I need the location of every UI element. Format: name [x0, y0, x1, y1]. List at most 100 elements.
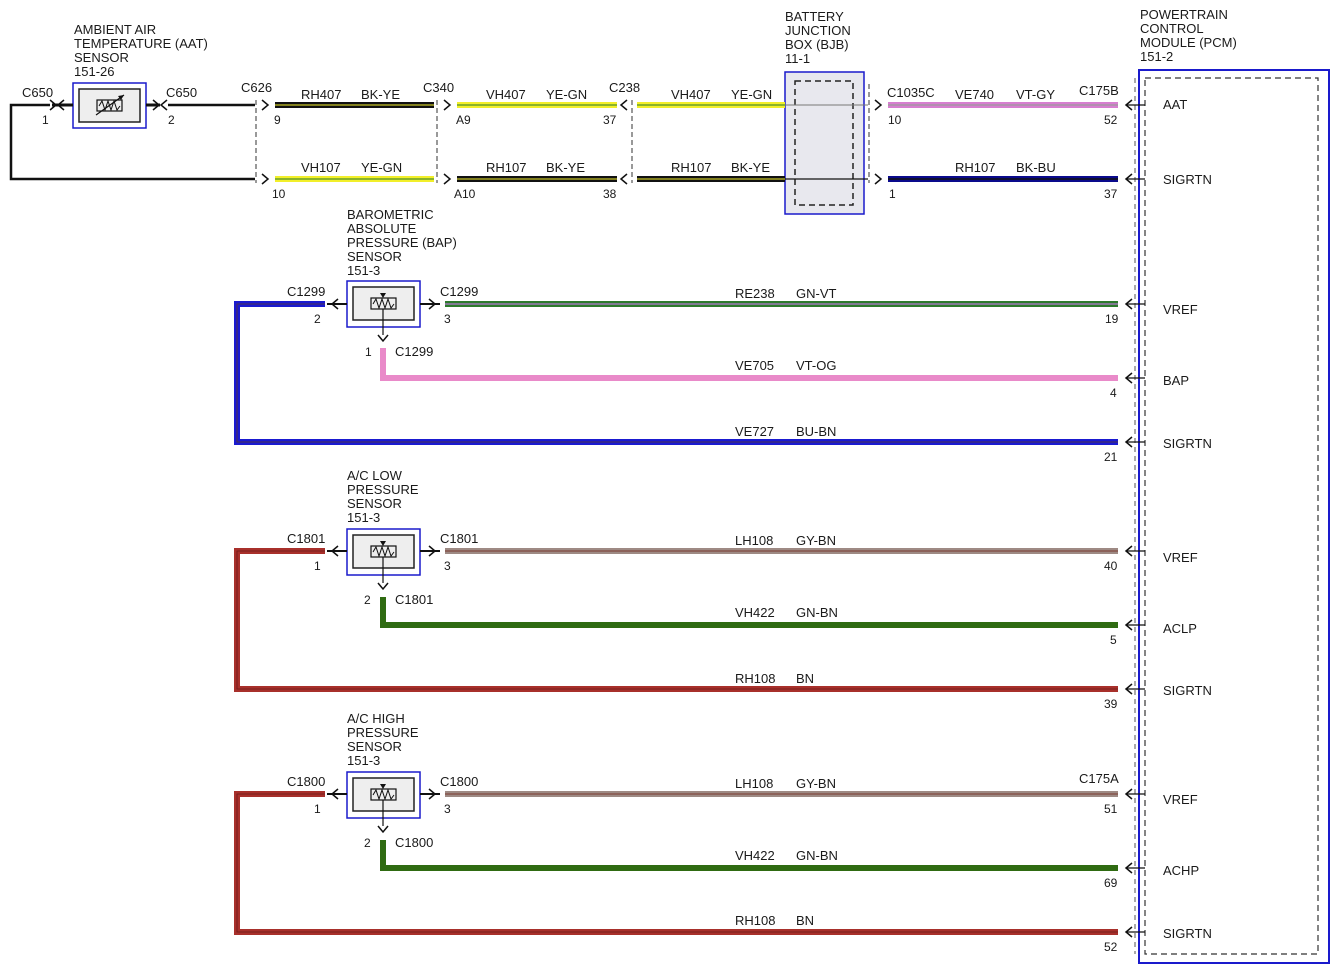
pcm-pin-52b: 52: [1104, 940, 1118, 954]
bap-label-line4: SENSOR: [347, 249, 402, 264]
aat-label-line2: TEMPERATURE (AAT): [74, 36, 208, 51]
bap-pin-3: 3: [444, 312, 451, 326]
pcm-pin-connectors-bap: [1124, 298, 1145, 448]
wire-8-circuit: RH107: [955, 160, 995, 175]
c1801-bottom-label: C1801: [395, 592, 433, 607]
signal-achp: ACHP: [1163, 863, 1199, 878]
signal-aclp: ACLP: [1163, 621, 1197, 636]
bap-resistor-icon: [370, 293, 397, 335]
aat-label-line1: AMBIENT AIR: [74, 22, 156, 37]
thermistor-icon: [95, 94, 125, 116]
c650-left-connector-icon: [56, 99, 65, 111]
wire-vh422-gn-bn-a: [380, 597, 1118, 628]
pcm-pin-51: 51: [1104, 802, 1118, 816]
wire-2-color: YE-GN: [546, 87, 587, 102]
pcm-box: [1138, 69, 1330, 964]
wire-4-color: VT-GY: [1016, 87, 1055, 102]
c650-pin-2: 2: [168, 113, 175, 127]
achp-resistor-icon: [370, 784, 397, 826]
pcm-label: POWERTRAIN CONTROL MODULE (PCM) 151-2: [1140, 7, 1237, 64]
bjb-label: BATTERY JUNCTION BOX (BJB) 11-1: [785, 9, 851, 66]
wire-12-color: GY-BN: [796, 533, 836, 548]
wire-vh422-gn-bn-b: [380, 840, 1118, 871]
aclp-label-line4: 151-3: [347, 510, 380, 525]
wire-14-color: BN: [796, 671, 814, 686]
pcm-label-line4: 151-2: [1140, 49, 1173, 64]
bap-pin-2: 2: [314, 312, 321, 326]
aclp-pin-3: 3: [444, 559, 451, 573]
c650-pin-1: 1: [42, 113, 49, 127]
bjb-label-line4: 11-1: [785, 51, 810, 66]
achp-label-line4: 151-3: [347, 753, 380, 768]
c175b-label: C175B: [1079, 83, 1119, 98]
wire-16-color: GN-BN: [796, 848, 838, 863]
pcm-pin-52: 52: [1104, 113, 1118, 127]
pcm-pin-connectors-aclp: [1124, 545, 1145, 695]
c340-pin-a9: A9: [456, 113, 471, 127]
c1299-left-label: C1299: [287, 284, 325, 299]
wire-17-color: BN: [796, 913, 814, 928]
c1800-right-label: C1800: [440, 774, 478, 789]
pcm-pin-4: 4: [1110, 386, 1117, 400]
aclp-pin-2: 2: [364, 593, 371, 607]
signal-vref-1: VREF: [1163, 302, 1198, 317]
wire-9-color: GN-VT: [796, 286, 837, 301]
bap-sensor-label: BAROMETRIC ABSOLUTE PRESSURE (BAP) SENSO…: [347, 207, 457, 278]
aclp-pin-1: 1: [314, 559, 321, 573]
bjb-label-line1: BATTERY: [785, 9, 844, 24]
c175a-label: C175A: [1079, 771, 1119, 786]
c1035c-pin-1: 1: [889, 187, 896, 201]
c238-pin-37: 37: [603, 113, 617, 127]
pcm-pin-39: 39: [1104, 697, 1118, 711]
wire-3-circuit: VH407: [671, 87, 711, 102]
wire-14-circuit: RH108: [735, 671, 775, 686]
achp-sensor-label: A/C HIGH PRESSURE SENSOR 151-3: [347, 711, 419, 768]
wire-ve727-bu-bn: [234, 301, 1118, 445]
wire-4-circuit: VE740: [955, 87, 994, 102]
c650-right-label: C650: [166, 85, 197, 100]
pcm-label-line3: MODULE (PCM): [1140, 35, 1237, 50]
aclp-label-line1: A/C LOW: [347, 468, 403, 483]
wire-10-circuit: VE705: [735, 358, 774, 373]
wire-1-circuit: RH407: [301, 87, 341, 102]
signal-aat: AAT: [1163, 97, 1187, 112]
c650-right-connector-icon: [152, 99, 161, 111]
wire-rh108-bn-b: [234, 791, 1118, 935]
bap-label-line1: BAROMETRIC: [347, 207, 434, 222]
achp-pin-2: 2: [364, 836, 371, 850]
wire-17-circuit: RH108: [735, 913, 775, 928]
c1035c-label: C1035C: [887, 85, 935, 100]
pcm-pin-40: 40: [1104, 559, 1118, 573]
pcm-label-line2: CONTROL: [1140, 21, 1204, 36]
c1801-left-label: C1801: [287, 531, 325, 546]
bjb-inner-box: [794, 80, 854, 206]
c238-pin-38: 38: [603, 187, 617, 201]
pcm-pin-37: 37: [1104, 187, 1118, 201]
pcm-pin-5: 5: [1110, 633, 1117, 647]
pcm-label-line1: POWERTRAIN: [1140, 7, 1228, 22]
wire-15-color: GY-BN: [796, 776, 836, 791]
wire-3-color: YE-GN: [731, 87, 772, 102]
c650-left-label: C650: [22, 85, 53, 100]
wire-5-color: YE-GN: [361, 160, 402, 175]
pcm-inner-box: [1144, 77, 1319, 955]
c626-pin-9: 9: [274, 113, 281, 127]
bap-pin-1: 1: [365, 345, 372, 359]
wire-11-circuit: VE727: [735, 424, 774, 439]
wire-ve705-vt-og: [380, 348, 1118, 381]
wire-15-circuit: LH108: [735, 776, 773, 791]
aclp-sensor-label: A/C LOW PRESSURE SENSOR 151-3: [347, 468, 419, 525]
achp-label-line3: SENSOR: [347, 739, 402, 754]
c1299-bottom-label: C1299: [395, 344, 433, 359]
wire-7-color: BK-YE: [731, 160, 770, 175]
wire-11-color: BU-BN: [796, 424, 836, 439]
pcm-pin-19: 19: [1105, 312, 1119, 326]
c1800-left-label: C1800: [287, 774, 325, 789]
aat-label-line4: 151-26: [74, 64, 114, 79]
pcm-pin-connectors-top: [1124, 99, 1145, 185]
signal-sigrtn-2: SIGRTN: [1163, 436, 1212, 451]
pcm-pin-69: 69: [1104, 876, 1118, 890]
aat-sensor-label: AMBIENT AIR TEMPERATURE (AAT) SENSOR 151…: [74, 22, 208, 79]
bap-label-line2: ABSOLUTE: [347, 221, 417, 236]
achp-label-line2: PRESSURE: [347, 725, 419, 740]
